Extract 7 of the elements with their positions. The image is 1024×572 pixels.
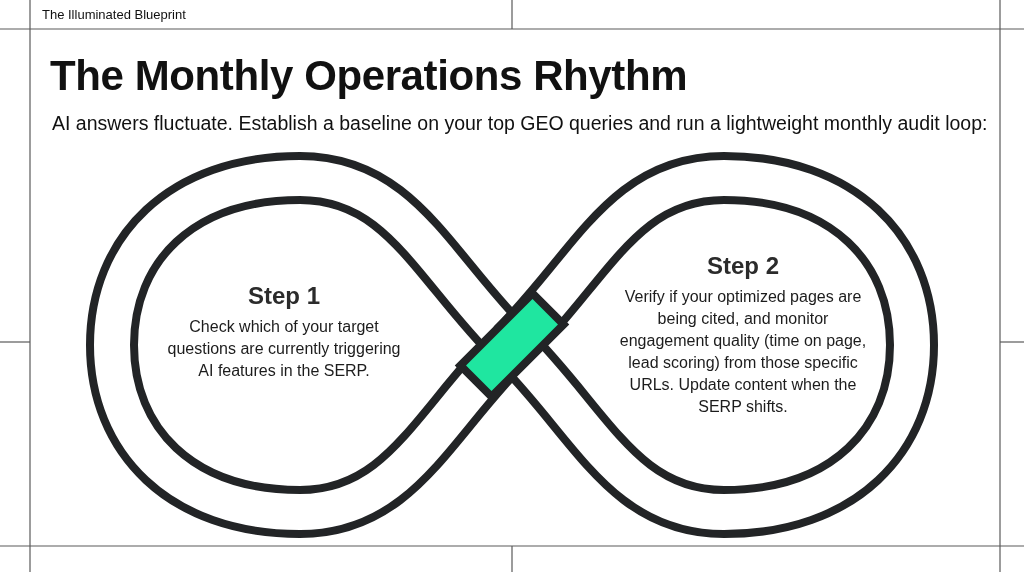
header-text: The Illuminated Blueprint [42,7,186,23]
step-description: Verify if your optimized pages are being cited, and monitor engagement quality (time on page, lead scoring) from those specific URLs. Update content when the SERP shifts. [618,287,868,417]
step-heading: Step 1 [248,282,320,310]
subtitle-text: AI answers fluctuate. Establish a baseline on your top GEO queries and run a lightweight monthly audit loop: [52,111,988,135]
slide-title: The Monthly Operations Rhythm [50,51,688,101]
step-description: Check which of your target questions are currently triggering AI features in the SERP. [166,317,402,381]
step-heading: Step 2 [707,252,779,280]
